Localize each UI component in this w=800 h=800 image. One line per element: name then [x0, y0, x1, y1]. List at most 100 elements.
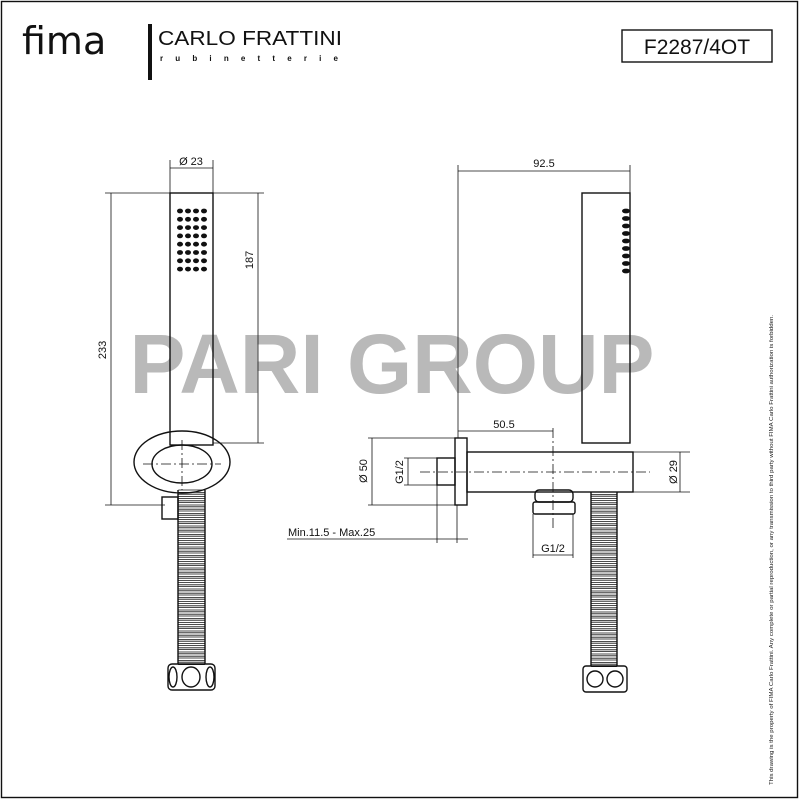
nozzle-dot [185, 208, 191, 214]
hose-rib [177, 556, 206, 561]
nozzle-dot [622, 238, 630, 244]
hose-rib [177, 552, 206, 556]
hose-rib [177, 497, 206, 502]
hose-rib [177, 506, 206, 510]
handshower-body [169, 192, 214, 446]
dim-projection-92-5: 92.5 [533, 158, 554, 170]
hose-rib [590, 558, 618, 563]
hose-rib [590, 521, 618, 525]
logo-carlo-frattini: CARLO FRATTINI [158, 28, 342, 50]
nozzle-dot [201, 208, 207, 214]
handshower-side [581, 192, 631, 444]
hose-rib [590, 626, 618, 630]
hose-rib [177, 577, 206, 582]
hose-rib [177, 586, 206, 590]
hose-rib [177, 502, 206, 506]
hose-rib [177, 640, 206, 645]
nozzle-dot [193, 258, 199, 264]
nozzle-dot [177, 208, 183, 214]
nozzle-dot [177, 250, 183, 255]
hose-rib [590, 579, 618, 584]
hose-rib [177, 527, 206, 531]
hose-rib [590, 537, 618, 542]
hose-rib [590, 491, 618, 495]
hose-rib [177, 603, 206, 607]
nozzle-dot [201, 250, 207, 255]
code-box [621, 29, 773, 63]
nozzle-dot [185, 241, 191, 247]
hose-rib [590, 613, 618, 617]
logo-rubinetterie: rubinetterie [160, 54, 339, 63]
hose-rib [177, 514, 206, 519]
hose-rib [177, 624, 206, 628]
dim-outlet-thread: G1/2 [541, 543, 565, 555]
hose-rib [177, 569, 206, 573]
wall-plate [454, 437, 468, 506]
side-view: 92.5 50.5 Ø 50 G1/2 Ø 29 Min.11.5 - Max.… [287, 158, 690, 693]
nozzle-dot [193, 225, 199, 231]
nozzle-dot [185, 233, 191, 239]
brand-logo: fima CARLO FRATTINI rubinetterie [22, 19, 342, 80]
watermark: PARI GROUP [130, 317, 655, 411]
nozzle-dot [622, 216, 630, 221]
hose-nut [161, 496, 179, 520]
hose-rib [177, 632, 206, 636]
hose-rib [590, 533, 618, 537]
hose-end-nut [167, 663, 216, 691]
hose-rib [177, 489, 206, 493]
hose-rib [590, 655, 618, 659]
nozzle-dot [185, 266, 191, 272]
nozzle-dot [622, 268, 630, 274]
dim-height-233: 233 [97, 341, 109, 359]
front-view: Ø 23 233 187 [97, 156, 264, 691]
hose-rib [590, 609, 618, 613]
hose-rib [177, 544, 206, 548]
holder-plate [133, 430, 231, 494]
nozzle-dot [622, 261, 630, 266]
inlet-connector [436, 457, 456, 486]
logo-fima: fima [22, 19, 106, 63]
hose [177, 489, 206, 666]
spray-nozzles-side [622, 208, 630, 274]
nozzle-dot [185, 216, 191, 222]
hose-rib [590, 630, 618, 634]
hose-rib [590, 592, 618, 596]
hose-rib [590, 647, 618, 651]
nozzle-dot [185, 250, 191, 255]
nozzle-dot [622, 253, 630, 259]
hose-rib [590, 600, 618, 605]
nozzle-dot [177, 266, 183, 272]
hose-rib [590, 550, 618, 554]
hose-rib [590, 516, 618, 521]
hose-rib [590, 504, 618, 508]
nozzle-dot [177, 241, 183, 247]
dim-length-187: 187 [244, 251, 256, 269]
dim-offset-50-5: 50.5 [493, 419, 514, 431]
hose-rib [177, 548, 206, 552]
nozzle-dot [201, 225, 207, 231]
dim-diameter-23: Ø 23 [179, 156, 203, 168]
hose-rib [590, 495, 618, 500]
hose-rib [177, 628, 206, 632]
nozzle-dot [201, 266, 207, 272]
hose-rib [177, 598, 206, 603]
hose-rib [177, 540, 206, 544]
hose-rib [590, 512, 618, 516]
logo-divider [148, 24, 152, 80]
hose-rib [590, 525, 618, 529]
hose-rib [177, 510, 206, 514]
hose-rib [590, 617, 618, 621]
hose-rib [590, 575, 618, 579]
hose-rib [177, 619, 206, 624]
hose-rib [590, 642, 618, 647]
hose-rib [590, 554, 618, 558]
nozzle-dot [177, 233, 183, 239]
nozzle-dot [201, 258, 207, 264]
nozzle-dot [193, 233, 199, 239]
nozzle-dot [185, 225, 191, 231]
hose-rib [177, 649, 206, 653]
hose-rib [590, 563, 618, 567]
hose-rib [177, 535, 206, 540]
